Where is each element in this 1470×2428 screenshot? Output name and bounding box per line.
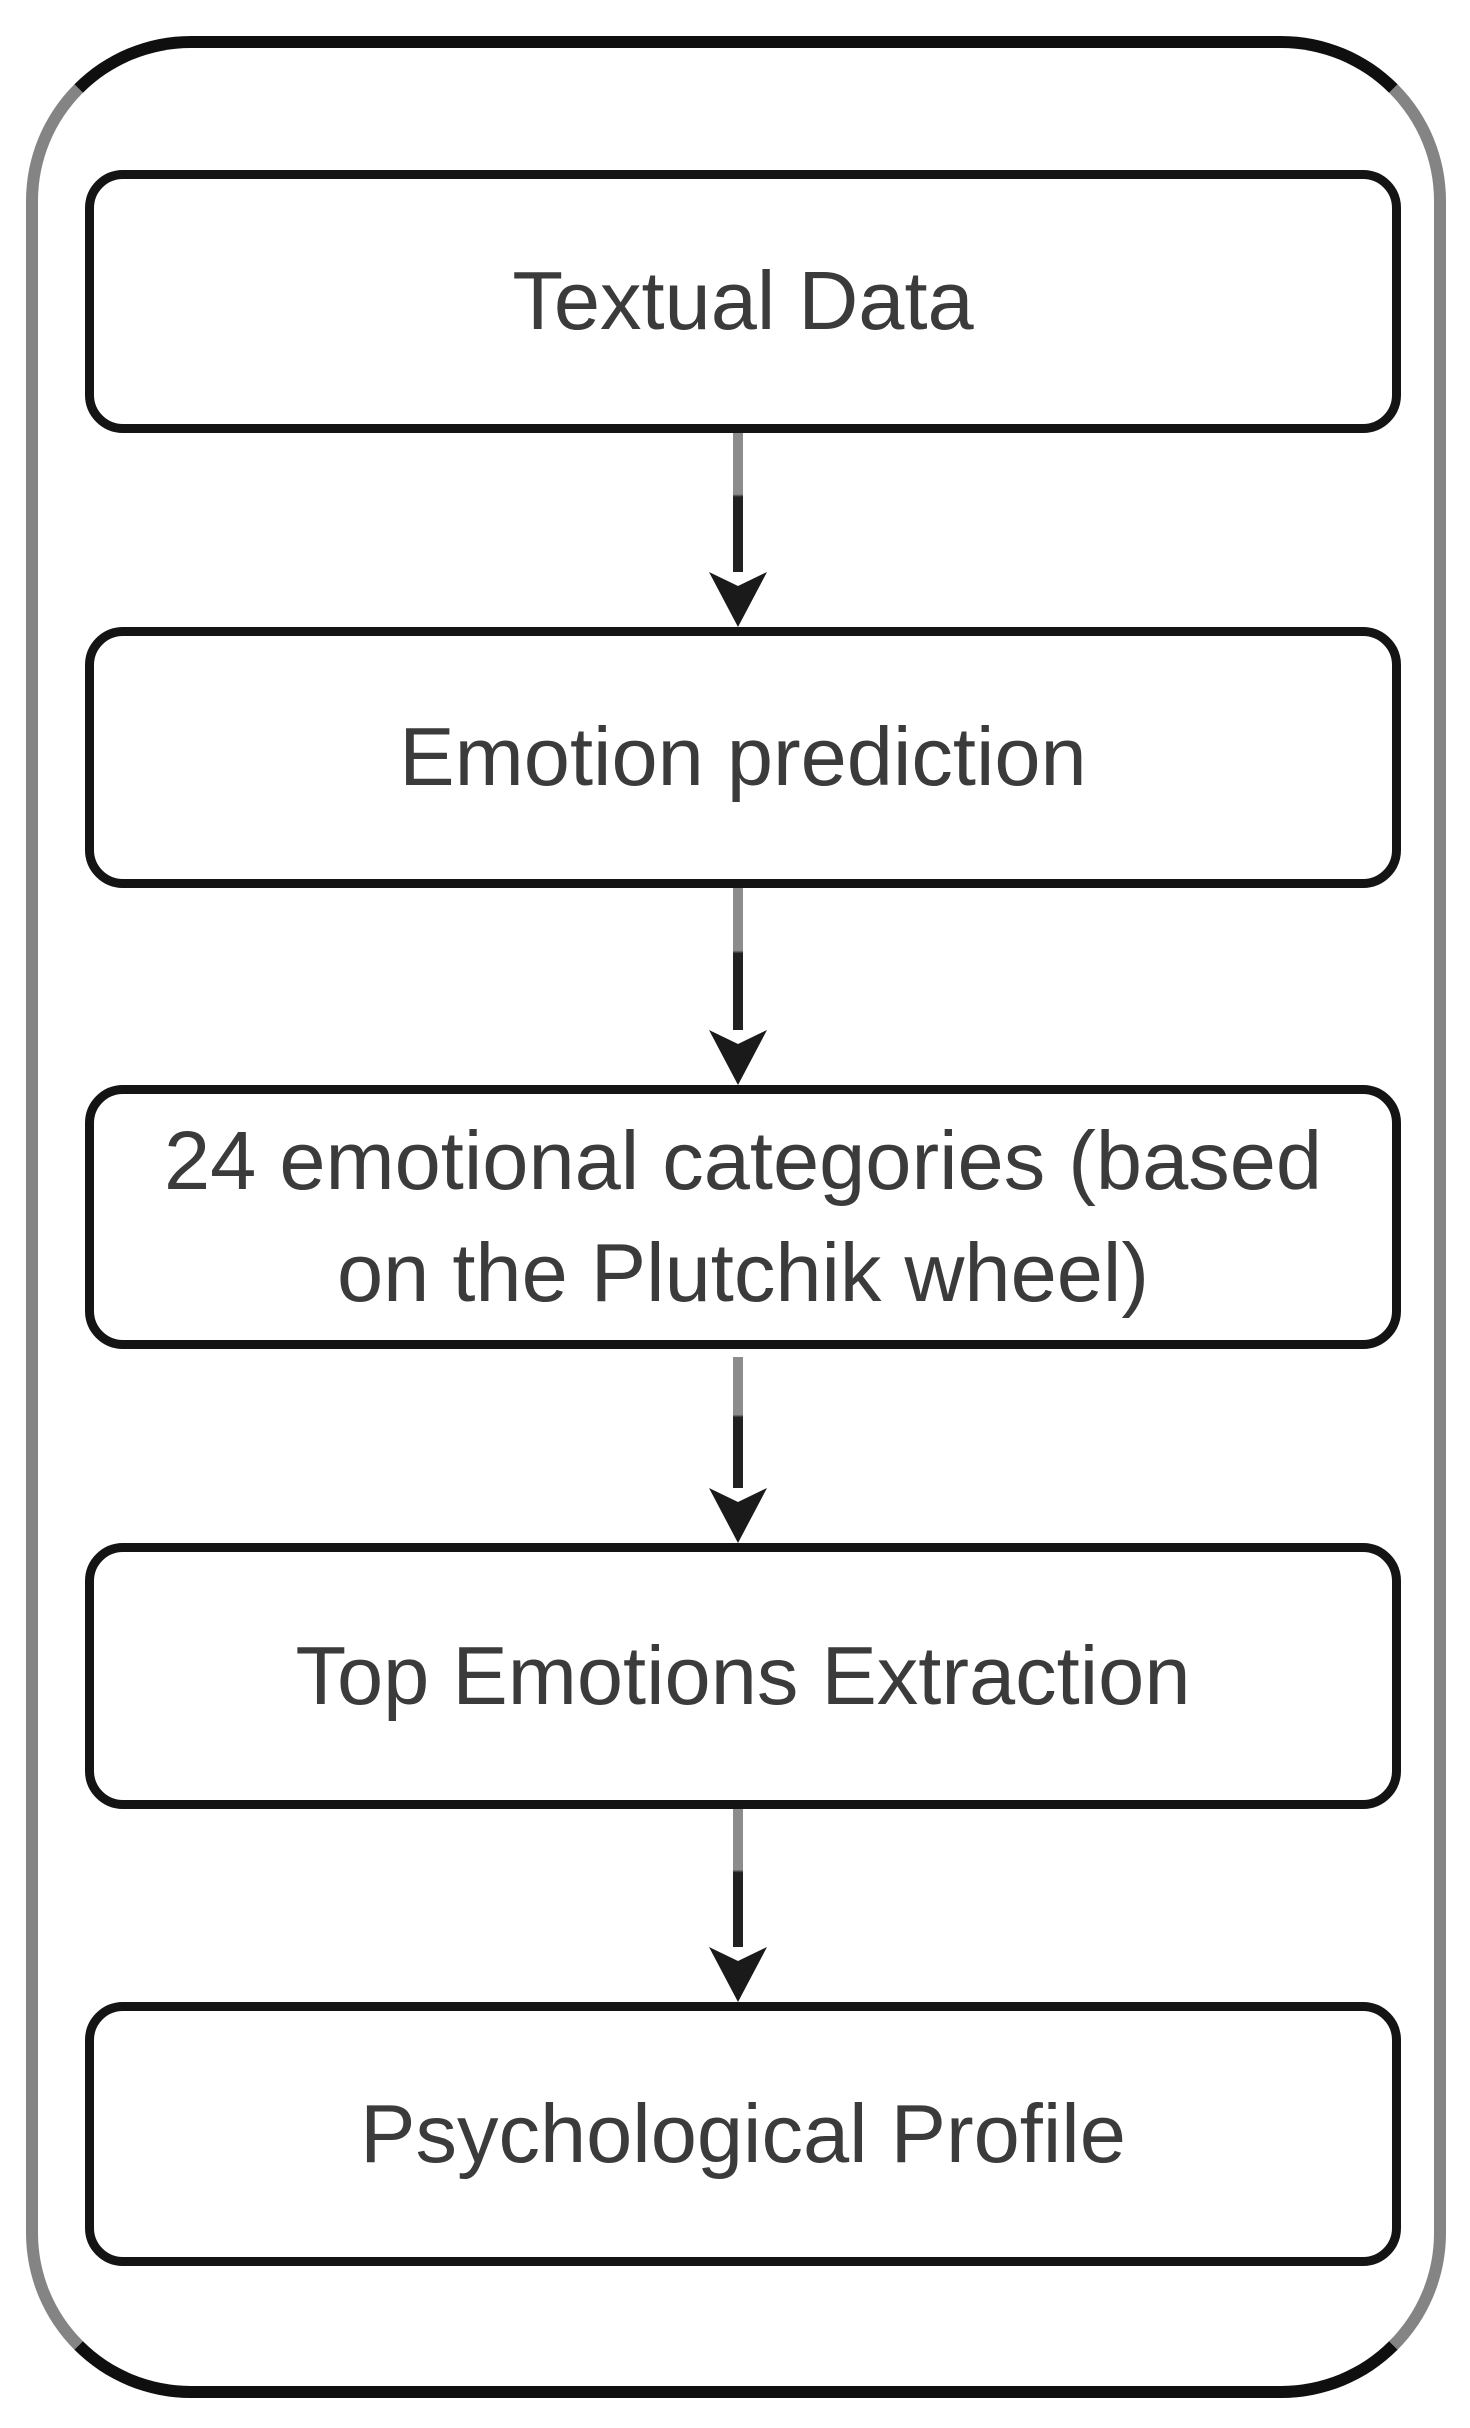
node-emotional-categories-label: 24 emotional categories (based on the Pl… bbox=[163, 1113, 1323, 1319]
node-psychological-profile: Psychological Profile bbox=[85, 2002, 1401, 2266]
arrow-stem bbox=[733, 433, 743, 572]
node-emotion-prediction-label: Emotion prediction bbox=[399, 710, 1087, 804]
node-top-emotions-extraction-label: Top Emotions Extraction bbox=[295, 1628, 1191, 1722]
node-top-emotions-extraction: Top Emotions Extraction bbox=[85, 1543, 1401, 1809]
flowchart-outer-container bbox=[26, 36, 1446, 2398]
arrow-stem bbox=[733, 1809, 743, 1947]
node-textual-data-label: Textual Data bbox=[512, 254, 974, 348]
arrow-stem bbox=[733, 888, 743, 1030]
node-emotion-prediction: Emotion prediction bbox=[85, 627, 1401, 888]
arrow-stem bbox=[733, 1357, 743, 1488]
arrow-down-icon bbox=[709, 1030, 767, 1085]
arrow-down-icon bbox=[709, 1488, 767, 1543]
node-emotional-categories: 24 emotional categories (based on the Pl… bbox=[85, 1085, 1401, 1349]
node-psychological-profile-label: Psychological Profile bbox=[360, 2086, 1126, 2180]
arrow-down-icon bbox=[709, 572, 767, 627]
arrow-down-icon bbox=[709, 1947, 767, 2002]
node-textual-data: Textual Data bbox=[85, 170, 1401, 433]
